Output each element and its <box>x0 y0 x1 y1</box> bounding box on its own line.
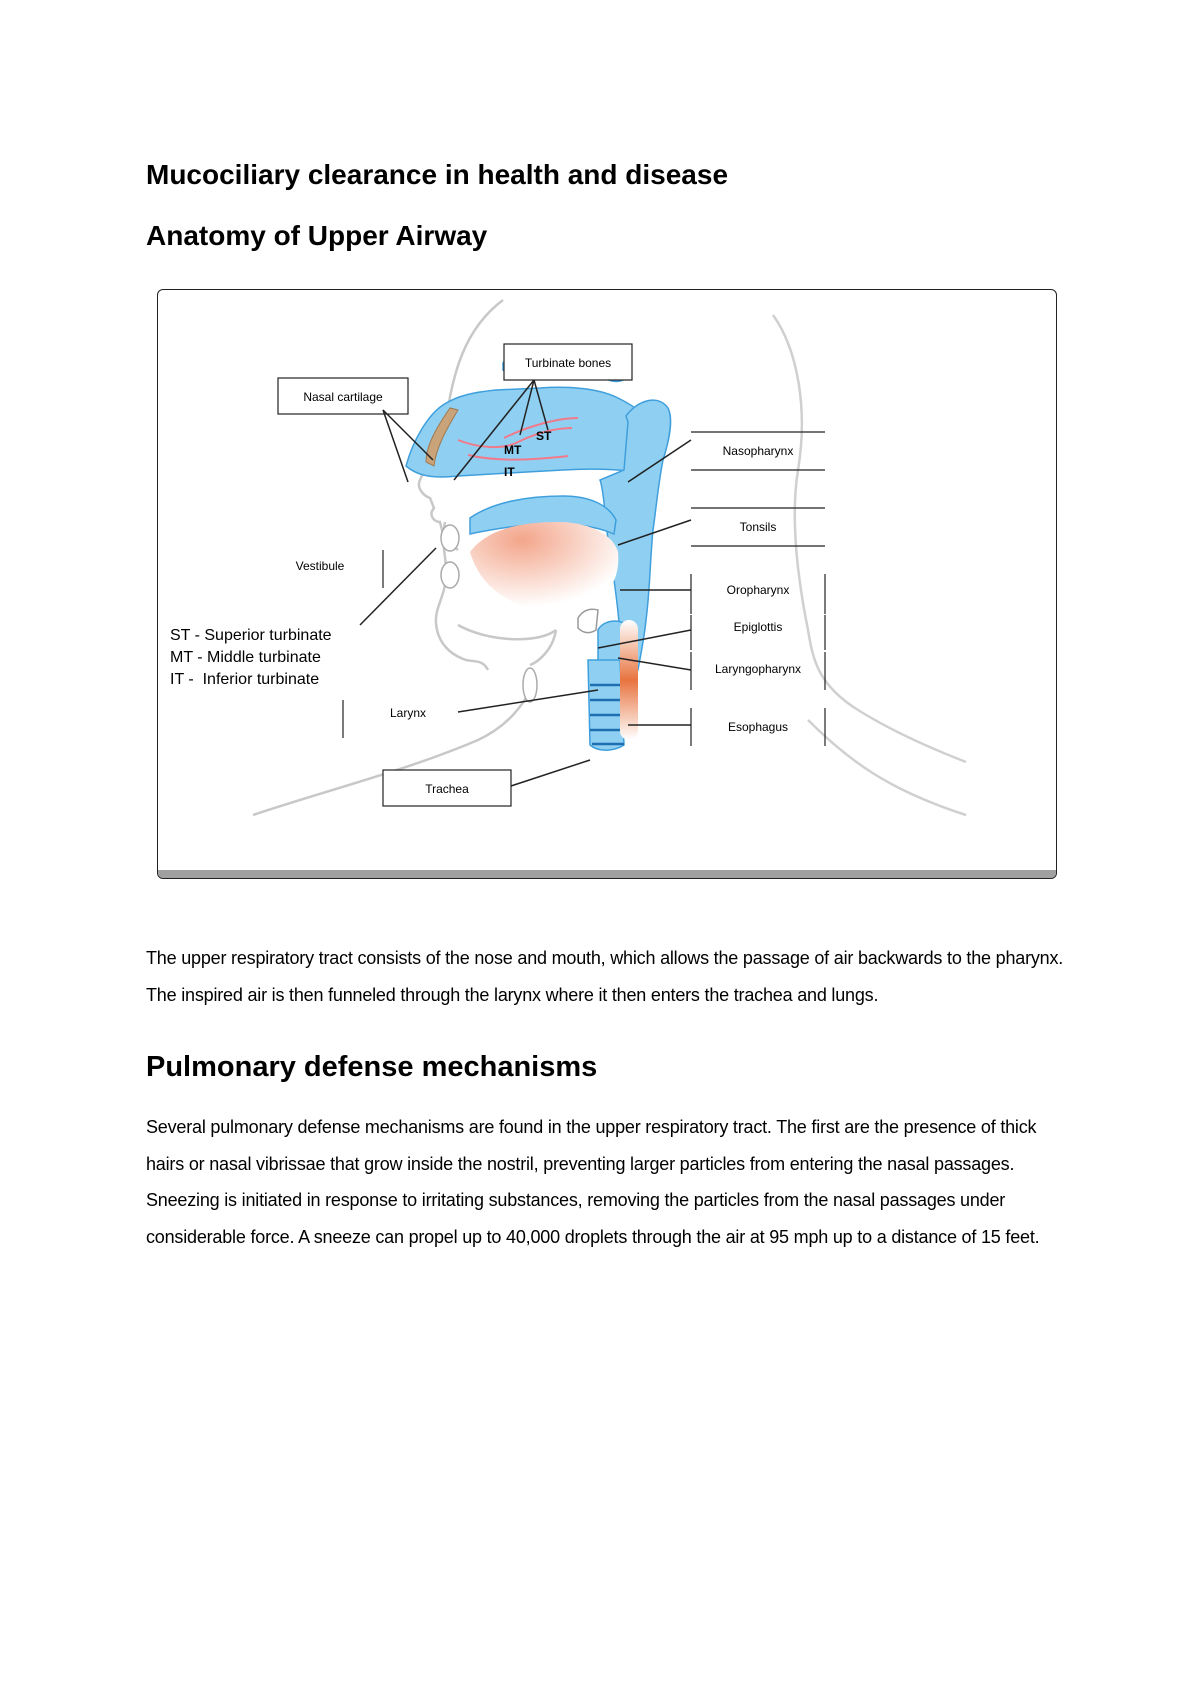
paragraph-upper-tract: The upper respiratory tract consists of … <box>146 948 1064 1005</box>
label-vestibule: Vestibule <box>296 559 345 573</box>
middle-turbinate <box>457 427 573 448</box>
label-trachea: Trachea <box>425 782 469 796</box>
figure-bottom-bar <box>158 870 1056 878</box>
head-outline <box>417 299 504 551</box>
hyoid-bone <box>522 667 538 703</box>
upper-lip <box>440 524 460 552</box>
legend-it: IT - Inferior turbinate <box>170 671 319 688</box>
leader-lines <box>359 379 692 787</box>
label-oropharynx: Oropharynx <box>727 583 790 597</box>
turbinate-bones-box <box>503 343 633 381</box>
nasal-cartilage-shape <box>425 407 459 467</box>
superior-turbinate <box>503 417 579 439</box>
label-nasopharynx: Nasopharynx <box>723 444 794 458</box>
lower-lip <box>440 561 460 589</box>
paragraph-defense: Several pulmonary defense mechanisms are… <box>146 1117 1040 1247</box>
esophagus-shape <box>620 620 638 740</box>
epiglottis-shape <box>577 608 599 634</box>
back-of-head-outline <box>771 314 967 764</box>
inferior-turbinate <box>467 454 569 461</box>
label-larynx: Larynx <box>390 706 426 720</box>
section-title-anatomy: Anatomy of Upper Airway <box>146 220 488 251</box>
trachea-shape <box>587 659 625 751</box>
neck-front-outline <box>529 629 558 667</box>
label-epiglottis: Epiglottis <box>734 620 783 634</box>
upper-airway-figure: ST MT IT Turbinate bones Nasal cartilage… <box>157 289 1057 879</box>
label-turbinate-bones: Turbinate bones <box>525 356 611 370</box>
legend-st: ST - Superior turbinate <box>170 627 332 644</box>
label-nasal-cartilage: Nasal cartilage <box>303 390 383 404</box>
shoulder-outline-left <box>252 689 532 817</box>
nasal-cartilage-box <box>277 377 409 415</box>
tongue <box>470 522 619 612</box>
section-title-defense: Pulmonary defense mechanisms <box>146 1051 598 1083</box>
label-mt: MT <box>504 443 522 457</box>
label-st: ST <box>536 429 552 443</box>
page-title: Mucociliary clearance in health and dise… <box>146 159 729 190</box>
label-esophagus: Esophagus <box>728 720 788 734</box>
back-of-neck-outline <box>807 719 967 817</box>
label-laryngopharynx: Laryngopharynx <box>715 662 801 676</box>
chin-outline <box>457 623 557 641</box>
trachea-box <box>382 769 512 807</box>
upper-airway-diagram: ST MT IT Turbinate bones Nasal cartilage… <box>170 299 967 817</box>
label-it: IT <box>504 465 515 479</box>
label-tonsils: Tonsils <box>740 520 777 534</box>
tracheal-rings <box>590 683 624 746</box>
legend-mt: MT - Middle turbinate <box>170 649 321 666</box>
